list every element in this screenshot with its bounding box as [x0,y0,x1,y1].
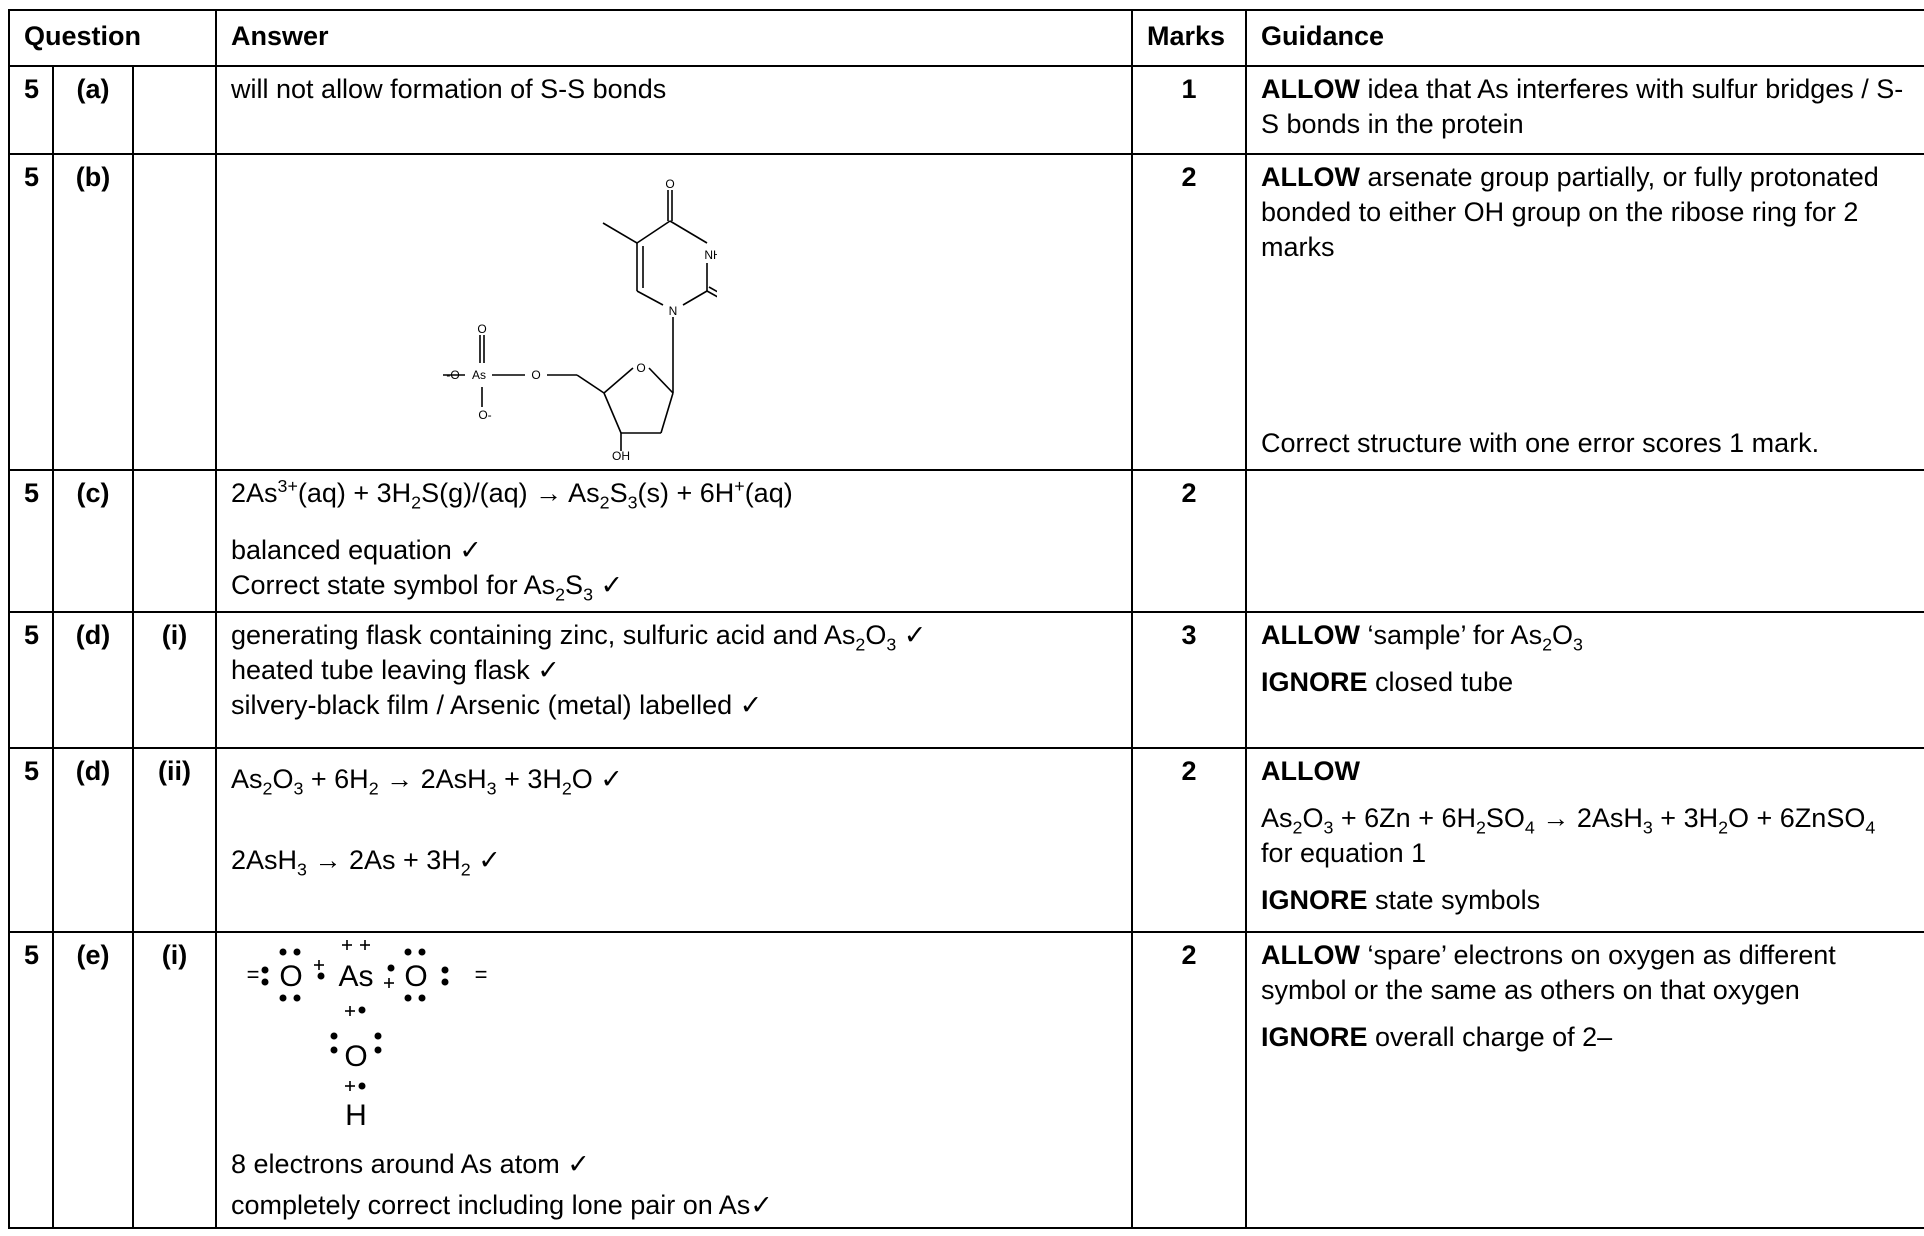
question-number: 5 [8,747,54,934]
question-part: (b) [52,152,134,472]
atom-as: As [339,960,374,993]
question-subpart: (i) [131,611,218,750]
keyword-ignore: IGNORE [1261,885,1368,916]
keyword-allow: ALLOW [1261,162,1360,192]
question-part: (d) [52,747,134,934]
answer-cell: 2As3+(aq) + 3H2S(g)/(aq) → As2S3(s) + 6H… [215,469,1134,614]
guidance-text: state symbols [1367,885,1541,916]
marks-cell: 2 [1131,747,1248,934]
header-guidance: Guidance [1245,9,1924,67]
guidance-text: arsenate group partially, or fully proto… [1261,162,1879,263]
lewis-structure: O As O O H = = [247,940,488,1132]
question-number: 5 [8,931,54,1230]
guidance-text: As2O3 + 6Zn + 6H2SO4 → 2AsH3 + 3H2O + 6Z… [1261,803,1876,869]
atom-nh: NH [704,248,717,262]
header-answer: Answer [215,9,1134,67]
equation-2: 2AsH3 → 2As + 3H2 ✓ [231,845,501,880]
table-row: 5 (c) 2As3+(aq) + 3H2S(g)/(aq) → As2S3(s… [8,469,1924,614]
keyword-allow: ALLOW [1261,756,1360,787]
header-question: Question [7,9,218,67]
keyword-allow: ALLOW [1261,74,1360,104]
atom-o-left: O [279,960,302,993]
atom-o-minus-left: -O [446,368,459,382]
answer-cell: As2O3 + 6H2 → 2AsH3 + 3H2O ✓ 2AsH3 → 2As… [215,747,1134,934]
answer-cell: O As O O H = = [215,931,1134,1230]
equation: 2As3+(aq) + 3H2S(g)/(aq) → As2S3(s) + 6H… [231,476,793,513]
guidance-cell [1245,469,1924,614]
marks-cell: 3 [1131,611,1248,750]
atom-as: As [472,368,486,382]
atom-o-top: O [665,177,674,191]
nucleotide-structure: O NH O N O -O As O O- O OH ✓✓ [443,177,835,463]
answer-text: silvery-black film / Arsenic (metal) lab… [231,690,763,721]
guidance-text: overall charge of 2– [1367,1022,1613,1053]
guidance-cell: ALLOW arsenate group partially, or fully… [1245,152,1924,472]
guidance-cell: ALLOW As2O3 + 6Zn + 6H2SO4 → 2AsH3 + 3H2… [1245,747,1924,934]
question-number: 5 [8,65,54,155]
atom-oh: OH [612,449,630,460]
keyword-ignore: IGNORE [1261,667,1368,698]
question-subpart [131,469,218,614]
guidance-text: idea that As interferes with sulfur brid… [1261,74,1904,140]
atom-h: H [345,1099,367,1132]
marks-cell: 2 [1131,152,1248,472]
table-row: 5 (d) (ii) As2O3 + 6H2 → 2AsH3 + 3H2O ✓ … [8,747,1924,934]
equation-1: As2O3 + 6H2 → 2AsH3 + 3H2O ✓ [231,764,623,799]
table-row: 5 (d) (i) generating flask containing zi… [8,611,1924,750]
keyword-allow: ALLOW [1261,620,1360,651]
keyword-allow: ALLOW [1261,940,1360,971]
table-row: 5 (e) (i) O As O O H = = [8,931,1924,1230]
atom-o-right: O [404,960,427,993]
atom-o-minus-bottom: O- [478,408,491,422]
question-part: (c) [52,469,134,614]
question-part: (e) [52,931,134,1230]
keyword-ignore: IGNORE [1261,1022,1368,1053]
question-part: (d) [52,611,134,750]
table-row: 5 (b) [8,152,1924,472]
question-number: 5 [8,152,54,472]
atom-n: N [669,304,678,318]
atom-o-ring: O [636,361,645,375]
answer-text: Correct state symbol for As2S3 ✓ [231,570,624,605]
answer-text: will not allow formation of S-S bonds [231,74,667,104]
answer-cell: will not allow formation of S-S bonds [215,65,1134,155]
atom-o-double: O [477,322,486,336]
guidance-text: ‘sample’ for As2O3 [1360,620,1583,655]
answer-text: generating flask containing zinc, sulfur… [231,620,927,655]
question-number: 5 [8,469,54,614]
question-part: (a) [52,65,134,155]
answer-cell: generating flask containing zinc, sulfur… [215,611,1134,750]
question-number: 5 [8,611,54,750]
atom-o-link: O [531,368,540,382]
marks-cell: 2 [1131,469,1248,614]
guidance-cell: ALLOW ‘sample’ for As2O3 IGNORE closed t… [1245,611,1924,750]
answer-cell: O NH O N O -O As O O- O OH ✓✓ [215,152,1134,472]
guidance-note: Correct structure with one error scores … [1261,428,1820,458]
marks-cell: 1 [1131,65,1248,155]
answer-text: balanced equation ✓ [231,535,482,566]
mark-scheme-table: Question Answer Marks Guidance 5 (a) wil… [7,9,1924,1230]
header-row: Question Answer Marks Guidance [7,9,1924,67]
question-subpart: (ii) [131,747,218,934]
table-row: 5 (a) will not allow formation of S-S bo… [8,65,1924,155]
question-subpart [131,65,218,155]
question-subpart [131,152,218,472]
header-marks: Marks [1131,9,1248,67]
marks-cell: 2 [1131,931,1248,1230]
charge-right: = [475,962,488,987]
guidance-cell: ALLOW ‘spare’ electrons on oxygen as dif… [1245,931,1924,1230]
atom-o-middle: O [344,1040,367,1073]
answer-text: heated tube leaving flask ✓ [231,655,560,686]
guidance-cell: ALLOW idea that As interferes with sulfu… [1245,65,1924,155]
question-subpart: (i) [131,931,218,1230]
guidance-text: ‘spare’ electrons on oxygen as different… [1261,940,1836,1006]
guidance-text: closed tube [1367,667,1514,698]
answer-text: 8 electrons around As atom ✓ [231,1149,590,1180]
answer-text: completely correct including lone pair o… [231,1190,773,1221]
charge-left: = [247,962,260,987]
